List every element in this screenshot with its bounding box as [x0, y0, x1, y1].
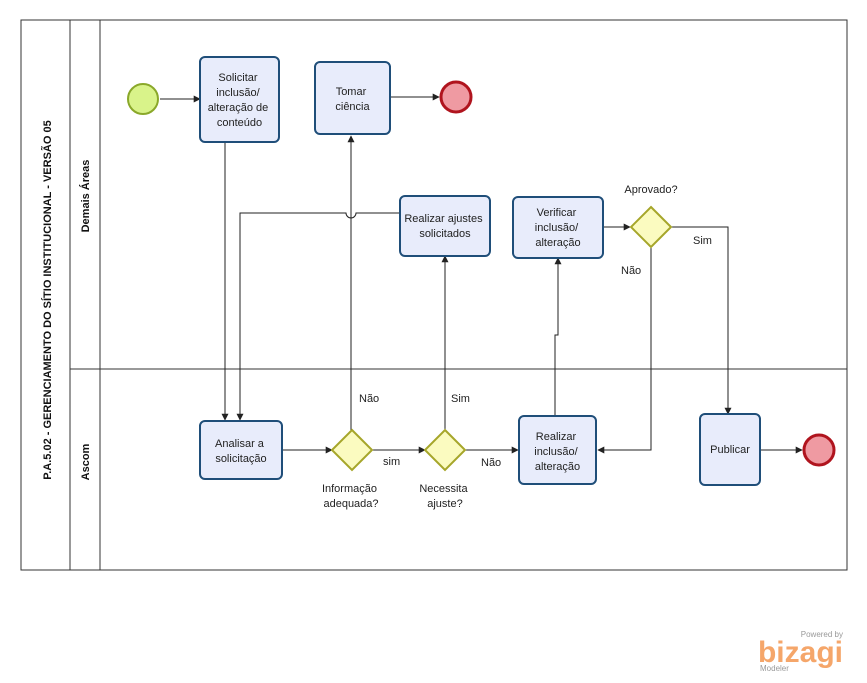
gateway-aprovado [629, 205, 673, 249]
task-ajustes-line-2: solicitados [419, 228, 471, 240]
svg-text:Publicar: Publicar [710, 444, 750, 456]
gateway-informacao-label-1: Informação [322, 483, 377, 495]
flow-label-sim-ajuste: Sim [451, 393, 470, 405]
task-ajustes-line-1: Realizar ajustes [404, 213, 483, 225]
flow-label-nao-ajuste: Não [481, 457, 501, 469]
flow-label-sim-aprovado: Sim [693, 235, 712, 247]
bizagi-logo: Powered by bizagi Modeler [758, 630, 843, 673]
start-event [127, 83, 159, 115]
pool-title: P.A.5.02 - GERENCIAMENTO DO SÍTIO INSTIT… [41, 120, 54, 479]
task-realizar-inclusao: Realizar inclusão/ alteração [518, 415, 597, 485]
svg-text:Tomar ciência: Tomar ciência [335, 86, 370, 113]
task-analisar-line-2: solicitação [215, 453, 266, 465]
sequence-flows [160, 93, 803, 454]
flow-ajustes-to-analisar [236, 212, 400, 421]
svg-text:Analisar a solicitação: Analisar a solicitação [215, 438, 267, 465]
svg-text:Realizar ajustes solicit: Realizar ajustes solicitados [404, 213, 485, 240]
task-solicitar: Solicitar inclusão/ alteração de conteúd… [199, 56, 280, 143]
task-solicitar-line-1: Solicitar [218, 72, 257, 84]
task-verificar-line-1: Verificar [537, 207, 577, 219]
end-event-demais [439, 80, 473, 114]
flow-aprovado-to-realizar [597, 247, 652, 454]
end-event-ascom [802, 433, 836, 467]
lane-ascom: Ascom [80, 443, 92, 480]
flow-aprovado-to-publicar [670, 226, 732, 415]
brand-name: bizagi [758, 636, 843, 669]
svg-text:Verificar inclusão/: Verificar inclusão/ alteração [535, 207, 581, 249]
task-tomar-line-1: Tomar [336, 86, 367, 98]
task-publicar-line-1: Publicar [710, 444, 750, 456]
flow-label-nao-aprovado: Não [621, 265, 641, 277]
task-realizar-line-1: Realizar [536, 431, 577, 443]
flow-label-sim-informacao: sim [383, 456, 400, 468]
task-realizar-line-3: alteração [535, 461, 580, 473]
task-verificar-line-3: alteração [535, 237, 580, 249]
svg-text:Informação adequada?: Informação adequada? [322, 483, 380, 510]
task-solicitar-line-3: alteração de [208, 102, 269, 114]
gateway-necessita-label-1: Necessita [419, 483, 468, 495]
gateway-necessita-ajuste [423, 428, 467, 472]
gateway-informacao-adequada [330, 428, 374, 472]
task-verificar-line-2: inclusão/ [535, 222, 579, 234]
task-solicitar-line-2: inclusão/ [216, 87, 260, 99]
task-verificar: Verificar inclusão/ alteração [512, 196, 604, 259]
task-realizar-ajustes: Realizar ajustes solicitados [399, 195, 491, 257]
task-analisar: Analisar a solicitação [199, 420, 283, 480]
svg-text:Solicitar inclusão/: Solicitar inclusão/ alteração de conteúd… [208, 72, 272, 129]
flow-label-nao-informacao: Não [359, 393, 379, 405]
lane-label-demais-areas: Demais Áreas [79, 160, 92, 233]
flow-realizar-to-verificar [554, 257, 562, 416]
lane-demais-areas: Demais Áreas [79, 160, 92, 233]
lane-label-ascom: Ascom [80, 443, 92, 480]
task-realizar-line-2: inclusão/ [534, 446, 578, 458]
task-tomar-ciencia: Tomar ciência [314, 61, 391, 135]
svg-text:Realizar inclusão/: Realizar inclusão/ alteração [534, 431, 580, 473]
gateway-informacao-label-2: adequada? [323, 498, 378, 510]
task-analisar-line-1: Analisar a [215, 438, 265, 450]
gateway-necessita-label-2: ajuste? [427, 498, 462, 510]
brand-product: Modeler [760, 664, 789, 673]
task-solicitar-line-4: conteúdo [217, 117, 262, 129]
task-publicar: Publicar [699, 413, 761, 486]
brand-powered: Powered by [801, 630, 843, 639]
svg-text:Necessita ajuste?: Necessita ajuste? [419, 483, 470, 510]
task-tomar-line-2: ciência [335, 101, 370, 113]
gateway-aprovado-label: Aprovado? [624, 184, 677, 196]
